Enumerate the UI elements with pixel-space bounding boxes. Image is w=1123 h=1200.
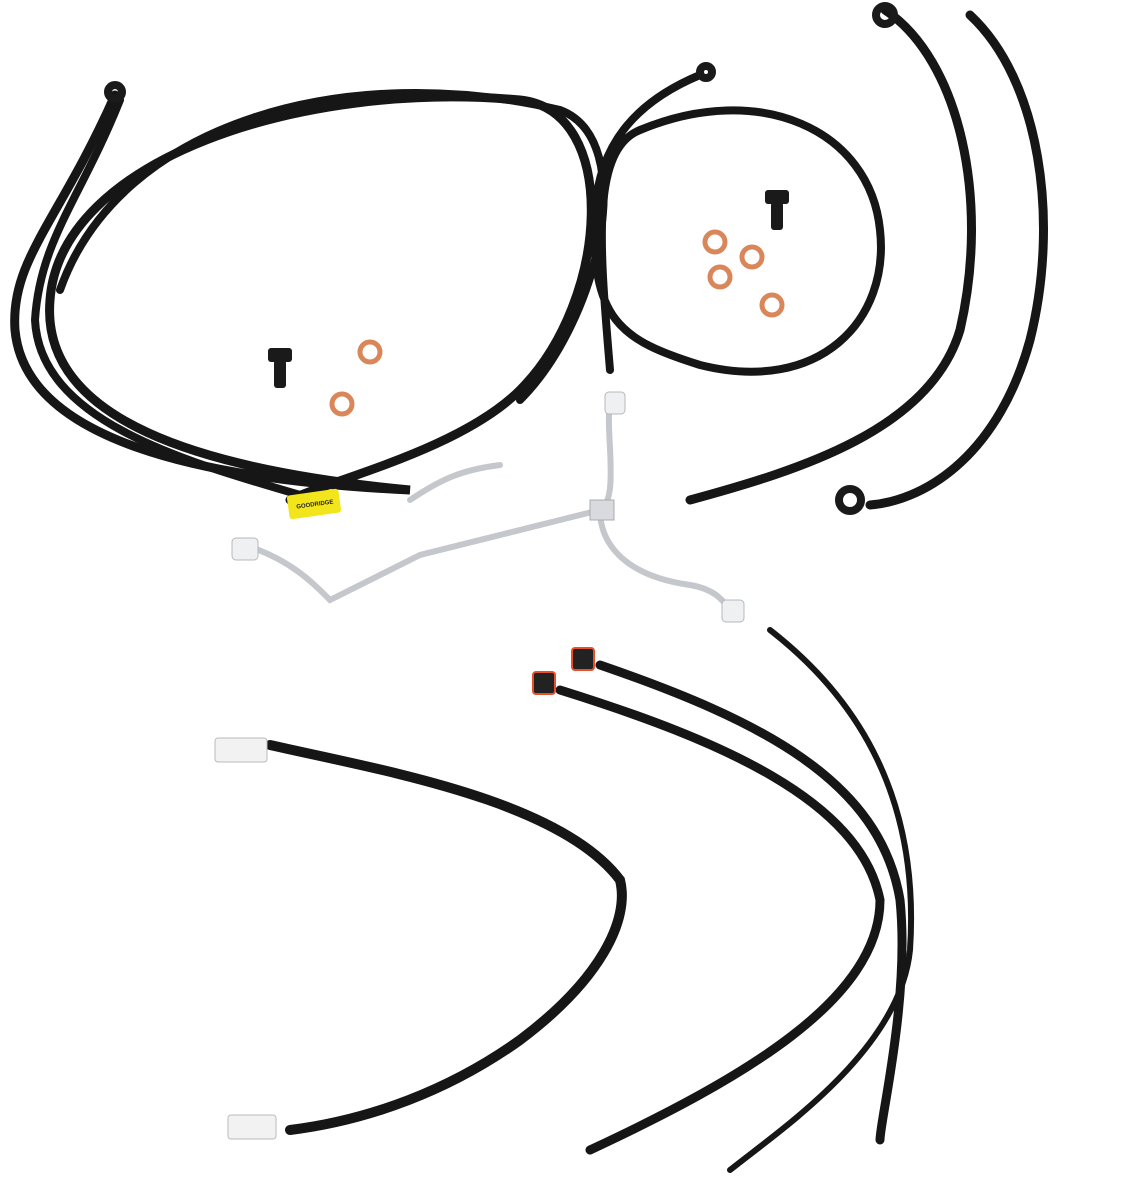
hard-line-fitting (231, 537, 259, 561)
white-connectors (214, 737, 277, 1140)
banjo-ends (104, 2, 898, 515)
banjo-line-1 (685, 5, 976, 505)
orange-connectors (532, 647, 595, 695)
tee-fitting (589, 499, 615, 521)
clutch-sleeve (727, 627, 914, 1173)
banjo-line-2 (865, 10, 1048, 510)
short-brake-line (590, 71, 885, 376)
goodridge-label (286, 488, 342, 520)
wiring-harness-right-1 (595, 660, 907, 1145)
long-brake-line (10, 90, 596, 505)
wiring-harness-left (265, 740, 627, 1135)
copper-washers (329, 229, 785, 417)
wiring-harness-right-2 (555, 685, 885, 1155)
banjo-bolts (268, 190, 789, 388)
